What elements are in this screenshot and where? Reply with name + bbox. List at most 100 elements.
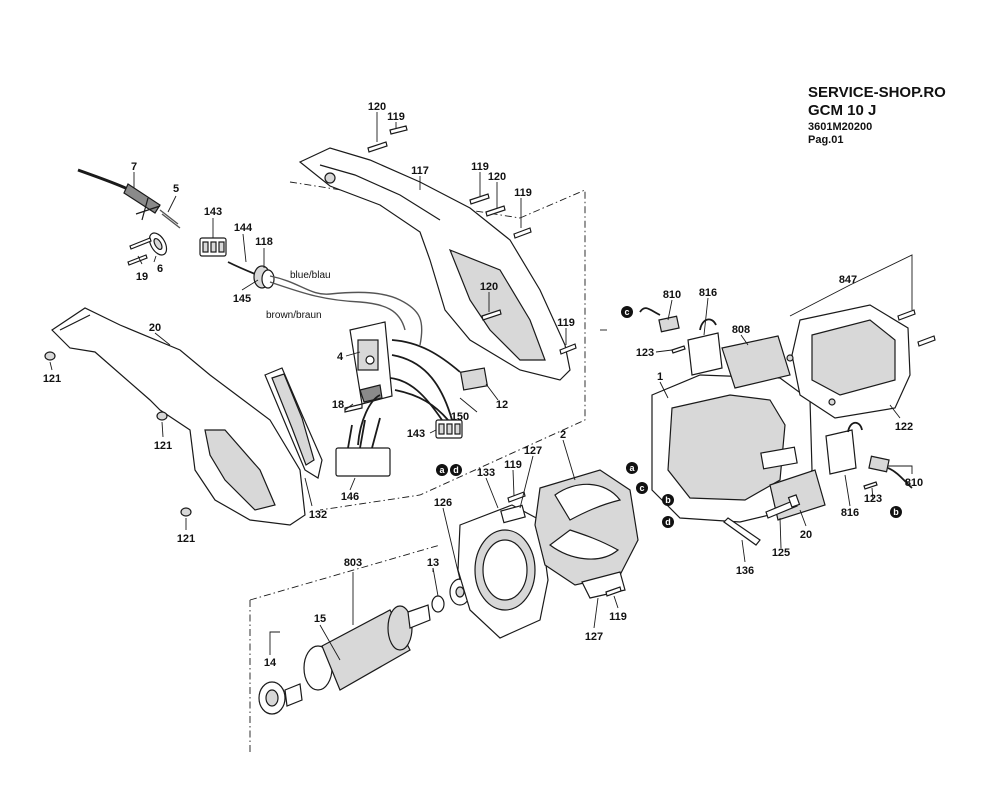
callout-19: 19	[136, 271, 148, 283]
connector-a-left: a	[436, 464, 448, 476]
callout-136: 136	[736, 565, 754, 577]
callout-808: 808	[732, 324, 750, 336]
callout-6: 7	[131, 161, 137, 173]
callout-1: 1	[657, 371, 663, 383]
callout-119: 132	[309, 509, 327, 521]
power-cord	[77, 168, 181, 229]
callout-13: 13	[427, 557, 439, 569]
group-frame-armature	[249, 544, 441, 755]
callout-123-c: 121	[177, 533, 195, 545]
callout-121-b: 119	[514, 187, 532, 199]
callout-123-b: 121	[154, 440, 172, 452]
callout-150: 150	[451, 411, 469, 423]
svg-text:c: c	[624, 307, 629, 317]
main-handle	[51, 307, 306, 526]
switch	[349, 321, 393, 405]
callout-126-lower: 123	[864, 493, 882, 505]
callout-144: 144	[234, 222, 253, 234]
model-name: GCM 10 J	[808, 102, 877, 119]
connector-a-right: a	[626, 462, 638, 474]
stator-screws	[507, 491, 622, 597]
callout-810-lower: 810	[905, 477, 923, 489]
wire-blue	[269, 275, 423, 346]
leader-lines	[49, 112, 913, 661]
svg-text:d: d	[665, 517, 671, 527]
screw-127	[765, 494, 801, 519]
callout-122-a: 120	[488, 171, 506, 183]
screw-19	[127, 237, 152, 266]
connector-d-right: d	[662, 516, 674, 528]
callout-810-upper: 810	[663, 289, 681, 301]
callout-15: 15	[314, 613, 326, 625]
callout-132-a: 127	[524, 445, 542, 457]
callout-123-a: 121	[43, 373, 61, 385]
cover-screws	[786, 309, 936, 406]
internal-wire-2	[391, 354, 453, 421]
svg-text:b: b	[665, 495, 671, 505]
callout-132-b: 127	[585, 631, 603, 643]
internal-wire-4	[357, 394, 381, 446]
capacitor	[459, 367, 489, 391]
callout-120: 118	[255, 236, 273, 248]
terminal-block-upper	[199, 237, 227, 257]
svg-text:d: d	[453, 465, 459, 475]
callout-12: 12	[496, 399, 508, 411]
bearing-13	[431, 595, 445, 613]
callout-145: 145	[233, 293, 251, 305]
brush-holder-816-upper	[687, 318, 723, 376]
connector-146	[335, 417, 391, 477]
field-coil	[534, 469, 639, 586]
brush-screw-126-upper	[671, 345, 686, 354]
svg-text:c: c	[639, 483, 644, 493]
part-number: 3601M20200	[808, 121, 873, 133]
wire-brown	[269, 281, 406, 331]
callout-125: 122	[895, 421, 913, 433]
pin-136	[723, 517, 761, 546]
nut-123	[44, 351, 192, 517]
svg-text:a: a	[439, 465, 445, 475]
callout-122-top: 120	[368, 101, 386, 113]
callout-129: 126	[434, 497, 452, 509]
page-number: Pag.01	[808, 134, 844, 146]
internal-wire-3	[389, 377, 443, 421]
callout-7: 6	[157, 263, 163, 275]
brush-holder-816-lower	[825, 421, 863, 475]
upper-handle-frame	[298, 147, 571, 381]
callout-118: 20	[149, 322, 161, 334]
callout-803: 803	[344, 557, 362, 569]
carbon-brush-upper	[639, 307, 680, 333]
callout-816-lower: 816	[841, 507, 859, 519]
svg-text:b: b	[893, 507, 899, 517]
callout-122-b: 120	[480, 281, 498, 293]
connector-d-left: d	[450, 464, 462, 476]
connector-c-right: c	[636, 482, 648, 494]
label-brown-wire: brown/braun	[266, 310, 322, 321]
cord-clamp	[148, 232, 168, 256]
fan-baffle	[457, 504, 549, 639]
motor-cover	[791, 304, 911, 419]
callout-121-top: 119	[387, 111, 405, 123]
callout-18: 18	[332, 399, 344, 411]
strain-relief	[227, 261, 275, 289]
callout-121-e: 119	[609, 611, 627, 623]
callout-121-c: 119	[557, 317, 575, 329]
terminal-block-lower	[435, 419, 463, 439]
callout-126-upper: 123	[636, 347, 654, 359]
callout-816-upper: 816	[699, 287, 717, 299]
callout-14: 14	[264, 657, 277, 669]
callout-143-lower: 143	[407, 428, 425, 440]
connector-c-brush: c	[621, 306, 633, 318]
callout-2: 2	[560, 429, 566, 441]
callout-121-a: 119	[471, 161, 489, 173]
connector-b-brush: b	[890, 506, 902, 518]
armature	[258, 604, 431, 715]
callout-143-upper: 143	[204, 206, 222, 218]
screw-18	[344, 403, 363, 413]
internal-wire-5	[394, 389, 449, 421]
brush-screw-126-lower	[863, 481, 878, 490]
carbon-brush-lower	[868, 455, 913, 489]
connector-b-right: b	[662, 494, 674, 506]
internal-wire-1	[391, 339, 461, 373]
callout-121-d: 119	[504, 459, 522, 471]
